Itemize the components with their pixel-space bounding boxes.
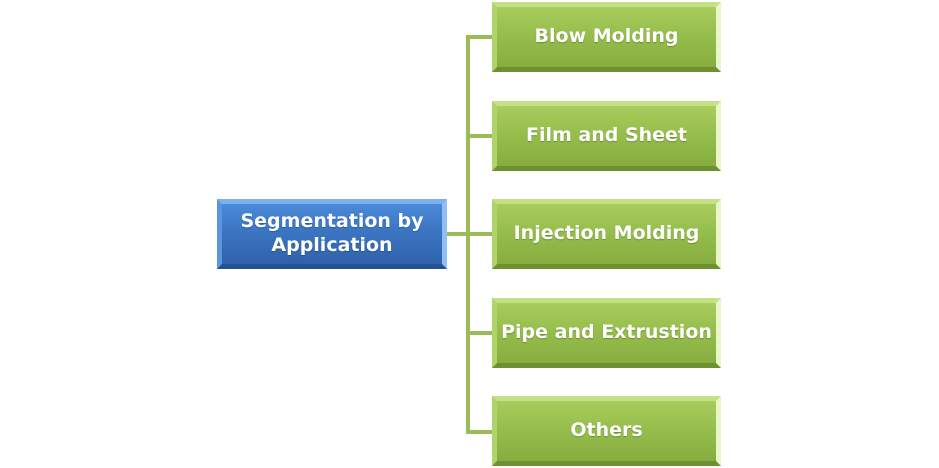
child-node-blow-molding: Blow Molding [492, 2, 721, 72]
connector-branch-2 [466, 134, 492, 138]
child-node-label: Others [570, 419, 643, 442]
connector-branch-4 [466, 331, 492, 335]
connector-branch-5 [466, 430, 492, 434]
child-node-label: Pipe and Extrustion [501, 321, 712, 344]
child-node-film-and-sheet: Film and Sheet [492, 101, 721, 171]
child-node-injection-molding: Injection Molding [492, 199, 721, 269]
child-node-others: Others [492, 396, 721, 466]
connector-branch-1 [466, 35, 492, 39]
connector-branch-3 [466, 232, 492, 236]
root-node-label: Segmentation by Application [240, 210, 424, 256]
root-node: Segmentation by Application [217, 199, 447, 269]
connector-root-to-trunk [447, 232, 470, 236]
child-node-label: Blow Molding [534, 25, 679, 48]
child-node-label: Injection Molding [513, 222, 700, 245]
child-node-label: Film and Sheet [525, 124, 688, 147]
child-node-pipe-and-extrusion: Pipe and Extrustion [492, 298, 721, 368]
